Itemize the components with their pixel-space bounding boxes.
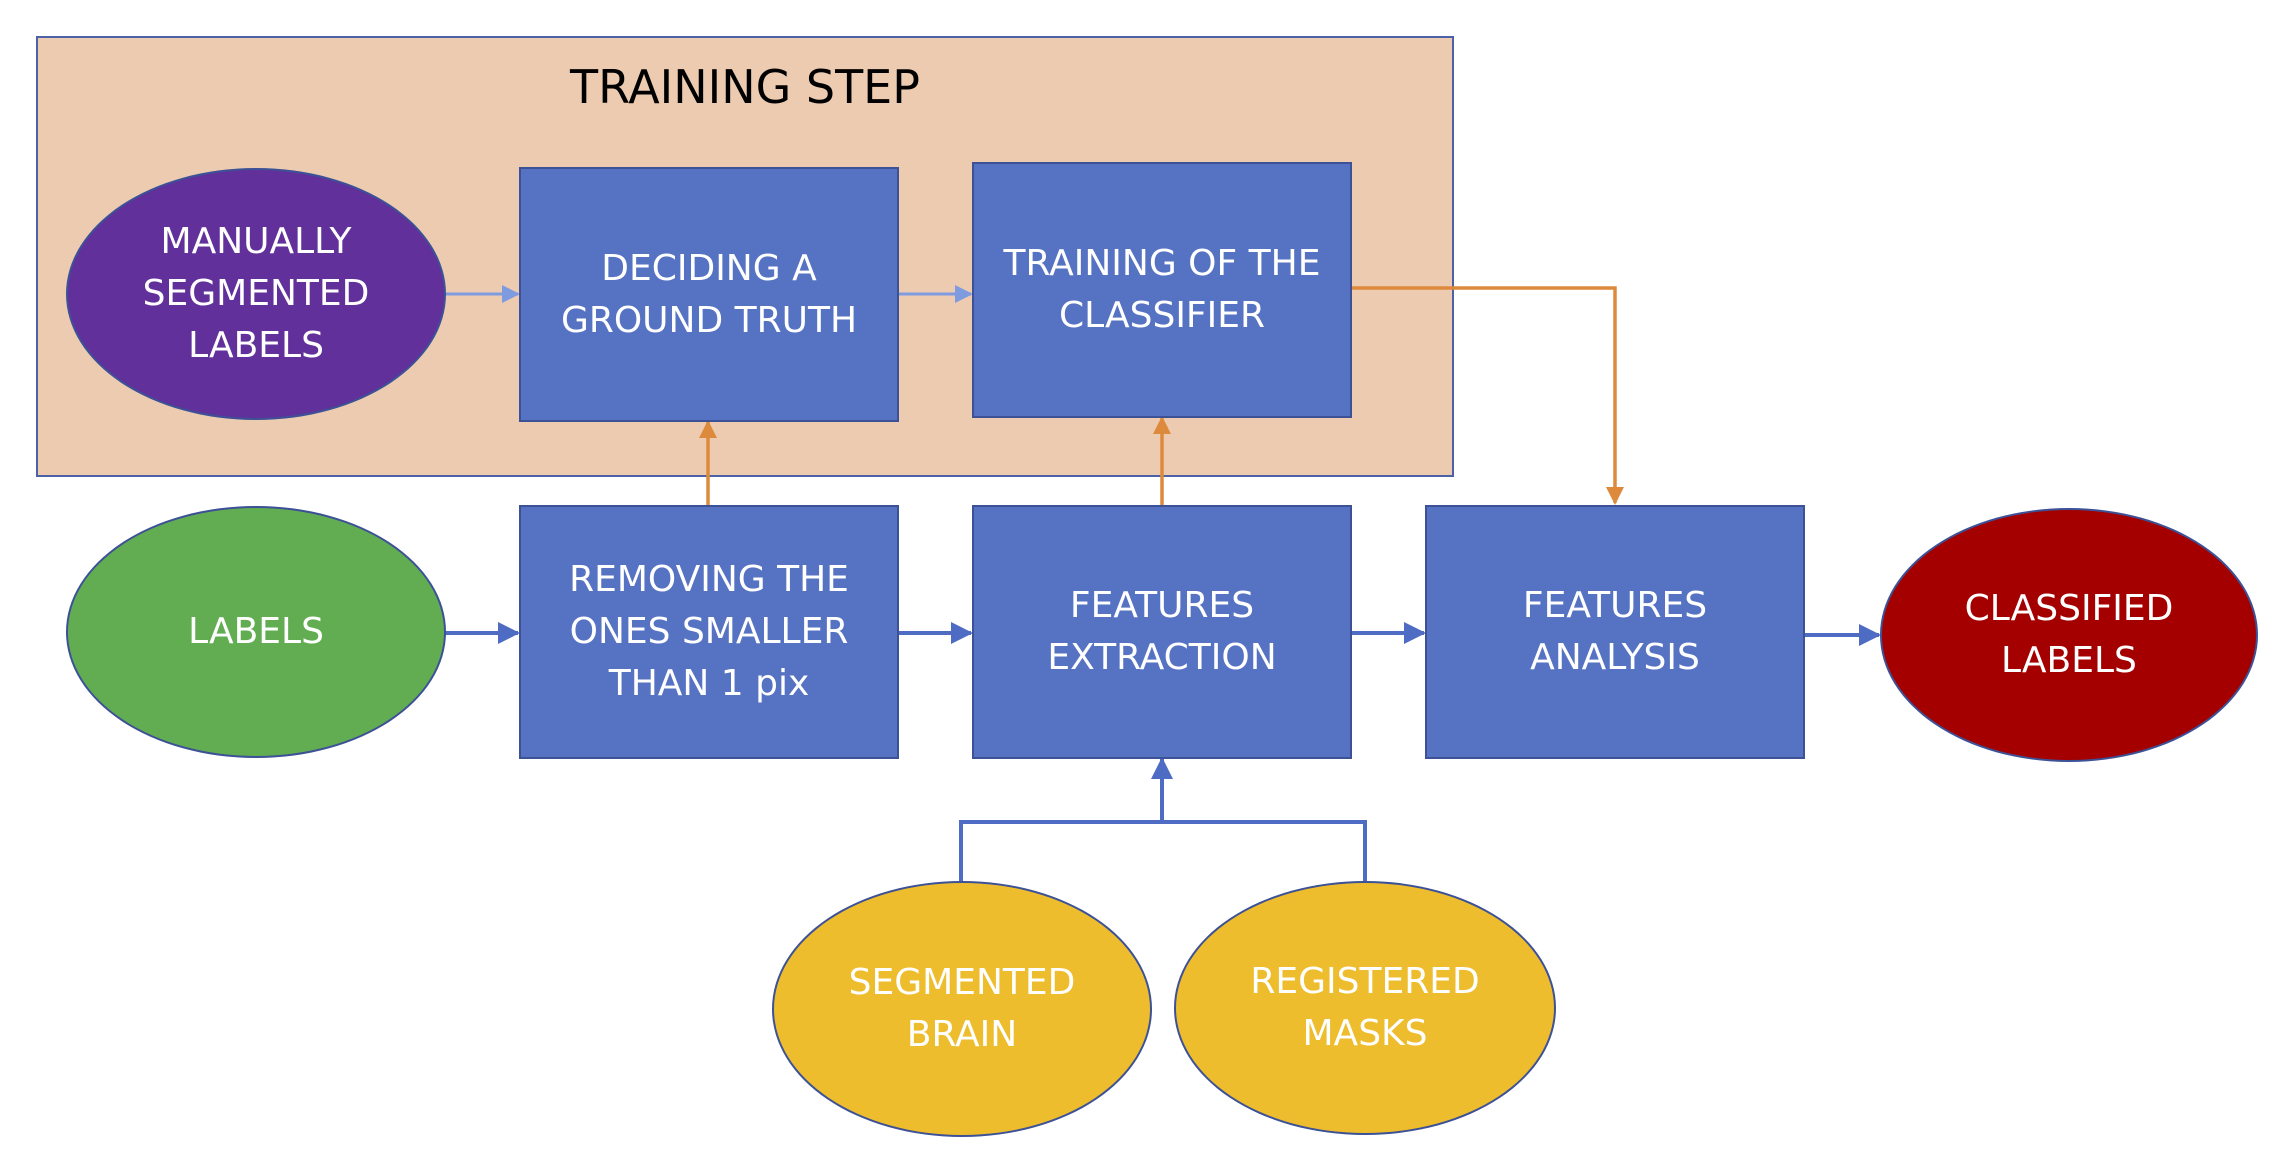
- labels-node: LABELS: [66, 506, 446, 758]
- training-classifier-text: TRAINING OF THE CLASSIFIER: [1003, 243, 1321, 336]
- deciding-ground-truth-text: DECIDING A GROUND TRUTH: [560, 247, 858, 341]
- training-step-title: TRAINING STEP: [570, 60, 920, 114]
- features-analysis-box: FEATURES ANALYSIS: [1425, 505, 1805, 759]
- features-analysis-text: FEATURES ANALYSIS: [1522, 585, 1708, 678]
- classified-labels-text: CLASSIFIED LABELS: [1964, 588, 2174, 681]
- segmented-brain-node: SEGMENTED BRAIN: [772, 881, 1152, 1137]
- connector-brain-masks-bracket: [959, 820, 1367, 881]
- features-extraction-box: FEATURES EXTRACTION: [972, 505, 1352, 759]
- training-classifier-box: TRAINING OF THE CLASSIFIER: [972, 162, 1352, 418]
- features-extraction-text: FEATURES EXTRACTION: [1047, 585, 1277, 678]
- removing-small-box: REMOVING THE ONES SMALLER THAN 1 pix: [519, 505, 899, 759]
- segmented-brain-text: SEGMENTED BRAIN: [848, 962, 1076, 1055]
- manually-segmented-labels-node: MANUALLY SEGMENTED LABELS: [66, 168, 446, 420]
- classified-labels-node: CLASSIFIED LABELS: [1880, 508, 2258, 762]
- registered-masks-node: REGISTERED MASKS: [1174, 881, 1556, 1135]
- deciding-ground-truth-box: DECIDING A GROUND TRUTH: [519, 167, 899, 422]
- removing-small-text: REMOVING THE ONES SMALLER THAN 1 pix: [569, 559, 849, 704]
- labels-text: LABELS: [188, 611, 324, 652]
- manually-segmented-labels-text: MANUALLY SEGMENTED LABELS: [142, 221, 370, 366]
- registered-masks-text: REGISTERED MASKS: [1250, 961, 1480, 1054]
